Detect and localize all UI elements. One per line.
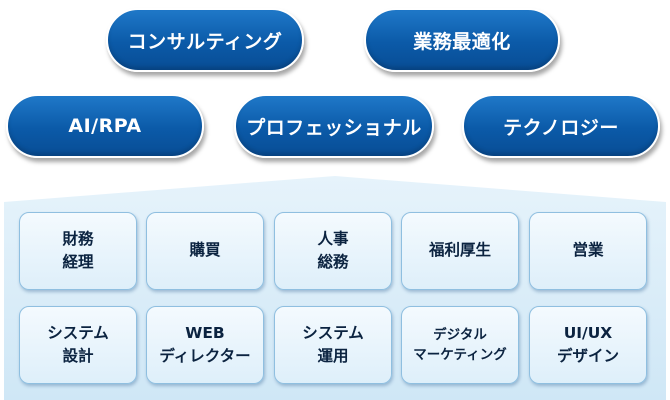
service-sales: 営業: [529, 212, 647, 290]
service-purchasing: 購買: [146, 212, 264, 290]
pill-technology: テクノロジー: [462, 94, 660, 158]
service-system-operation: システム 運用: [274, 306, 392, 384]
service-welfare: 福利厚生: [401, 212, 519, 290]
pill-professional: プロフェッショナル: [234, 94, 434, 158]
pill-business-optimization: 業務最適化: [364, 8, 560, 72]
service-ui-ux-design: UI/UX デザイン: [529, 306, 647, 384]
service-finance-accounting: 財務 経理: [19, 212, 137, 290]
service-system-design: システム 設計: [19, 306, 137, 384]
pill-ai-rpa: AI/RPA: [6, 94, 204, 158]
service-web-director: WEB ディレクター: [146, 306, 264, 384]
service-digital-marketing: デジタル マーケティング: [401, 306, 519, 384]
pill-consulting: コンサルティング: [106, 8, 304, 72]
service-hr-general-affairs: 人事 総務: [274, 212, 392, 290]
